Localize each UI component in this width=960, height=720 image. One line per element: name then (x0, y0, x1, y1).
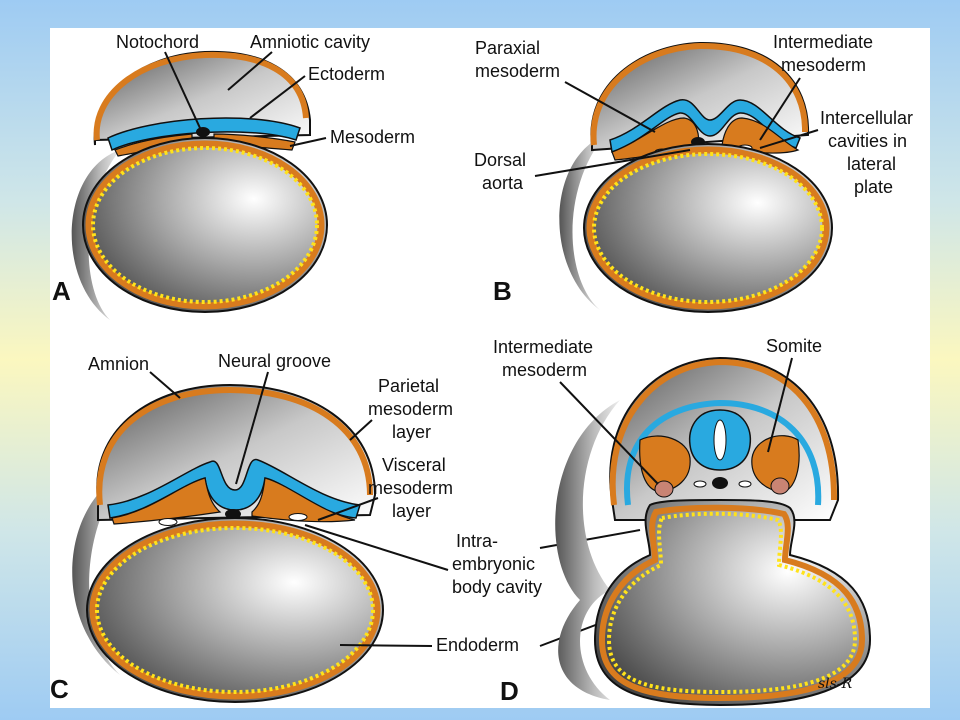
panel-d-notochord (712, 477, 728, 489)
leader-endoderm-c (339, 644, 433, 647)
panel-letter-b: B (493, 276, 512, 306)
leader-intercellular (759, 129, 819, 149)
panel-c-mesoderm-left (111, 477, 222, 525)
panel-a-notochord (196, 127, 210, 137)
label-intercellular-1: Intercellular (820, 108, 913, 128)
leader-somite (767, 357, 793, 453)
label-paraxial-2: mesoderm (475, 61, 560, 81)
panel-d-neural-canal (713, 419, 727, 461)
label-visceral-3: layer (392, 501, 431, 521)
label-intermediate-b-1: Intermediate (773, 32, 873, 52)
label-notochord: Notochord (116, 32, 199, 52)
leader-intermediate-b (759, 77, 801, 141)
leader-parietal (349, 419, 373, 441)
label-intercellular-3: lateral (847, 154, 896, 174)
shared-labels: Intra- embryonic body cavity Endoderm (304, 524, 641, 655)
leader-intermediate-d (559, 381, 659, 485)
label-parietal-2: mesoderm (368, 399, 453, 419)
panel-b-yolk-wall (586, 146, 830, 310)
panel-c-yolk-sac (86, 517, 384, 703)
panel-d-intermediate-right (770, 477, 790, 495)
panel-d-yolk-sac (593, 499, 872, 707)
panel-b-shadow (559, 135, 605, 310)
panel-letter-c: C (50, 674, 69, 704)
leader-amnion (149, 371, 181, 399)
panel-c-cavity-1 (158, 518, 178, 526)
panel-a-yolk-wall (85, 140, 325, 310)
panel-b-endoderm (592, 152, 824, 304)
artist-signature: sls-R (818, 676, 853, 692)
panel-d-intermediate-left (654, 480, 674, 498)
label-intra-2: embryonic (452, 554, 535, 574)
leader-paraxial (564, 81, 656, 133)
label-intra-1: Intra- (456, 531, 498, 551)
label-dorsal-2: aorta (482, 173, 524, 193)
panel-b-yolk-sac (583, 143, 833, 313)
panel-d-shadow (555, 400, 620, 700)
panel-c: Amnion Neural groove Parietal mesoderm l… (50, 351, 453, 704)
panel-a-ectoderm (107, 117, 301, 152)
panel-d-endoderm (606, 511, 858, 695)
panel-b: Paraxial mesoderm Intermediate mesoderm … (474, 32, 913, 313)
leader-mesoderm-a (289, 137, 327, 147)
label-dorsal-1: Dorsal (474, 150, 526, 170)
label-parietal-3: layer (392, 422, 431, 442)
panel-c-yolk-wall (89, 520, 381, 700)
leader-amniotic-cavity (227, 51, 273, 91)
panel-c-amnion (96, 386, 373, 506)
panel-a-yolk-sac (82, 137, 328, 313)
label-amnion: Amnion (88, 354, 149, 374)
panel-a-amnion (93, 51, 309, 141)
panel-d-cavity-2 (738, 480, 752, 488)
leader-notochord (164, 51, 201, 129)
label-paraxial-1: Paraxial (475, 38, 540, 58)
label-somite: Somite (766, 336, 822, 356)
panel-d-ectoderm-ring (624, 399, 822, 506)
panel-a-shadow (71, 150, 120, 320)
label-intermediate-d-1: Intermediate (493, 337, 593, 357)
panel-b-amnion (590, 42, 809, 146)
panel-c-cavity-2 (288, 513, 308, 521)
panel-c-shadow (72, 470, 130, 675)
leader-dorsal (534, 149, 691, 177)
leader-neural-groove (235, 371, 269, 485)
label-neural-groove: Neural groove (218, 351, 331, 371)
leader-visceral (317, 497, 379, 521)
label-endoderm: Endoderm (436, 635, 519, 655)
label-intercellular-2: cavities in (828, 131, 907, 151)
panel-a: Notochord Amniotic cavity Ectoderm Mesod… (52, 32, 415, 320)
label-visceral-2: mesoderm (368, 478, 453, 498)
panel-d: Intermediate mesoderm Somite D sls-R (493, 336, 872, 707)
panel-c-notochord (225, 509, 241, 519)
label-intra-3: body cavity (452, 577, 542, 597)
panel-d-somite-right (751, 435, 800, 493)
panel-c-endoderm (95, 526, 375, 694)
label-visceral-1: Visceral (382, 455, 446, 475)
leader-ectoderm (249, 75, 306, 119)
panel-c-mesoderm-right (251, 477, 356, 523)
panel-d-yolk-wall (598, 504, 866, 702)
panel-b-ectoderm (609, 99, 801, 154)
label-parietal-1: Parietal (378, 376, 439, 396)
panel-letter-a: A (52, 276, 71, 306)
panel-a-endoderm (91, 146, 319, 304)
leader-intra-c (304, 524, 449, 571)
label-intermediate-d-2: mesoderm (502, 360, 587, 380)
label-intermediate-b-2: mesoderm (781, 55, 866, 75)
label-intercellular-4: plate (854, 177, 893, 197)
panel-d-amnion (609, 358, 838, 506)
panel-d-cavity-1 (693, 480, 707, 488)
label-amniotic-cavity: Amniotic cavity (250, 32, 370, 52)
label-mesoderm-a: Mesoderm (330, 127, 415, 147)
panel-letter-d: D (500, 676, 519, 706)
label-ectoderm: Ectoderm (308, 64, 385, 84)
